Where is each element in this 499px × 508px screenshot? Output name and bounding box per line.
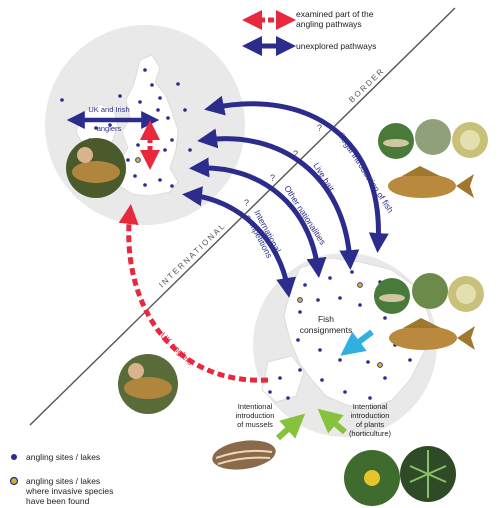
legend-site-dot <box>11 454 17 460</box>
angling-site-dot <box>136 143 140 147</box>
angling-site-dot <box>166 116 170 120</box>
angling-site-dot <box>278 376 282 380</box>
angling-site-dot <box>338 358 342 362</box>
invasive-site-dot <box>358 283 363 288</box>
angling-site-dot <box>150 83 154 87</box>
zebra-mussel-illustration <box>210 437 277 474</box>
invasive-fish-photos-top <box>378 119 488 159</box>
legend-invasive-dot <box>11 478 18 485</box>
angling-site-dot <box>138 100 142 104</box>
invasive-site-dot <box>136 158 141 163</box>
invasive-site-dot <box>298 298 303 303</box>
border-label-top: BORDER <box>347 66 387 105</box>
angling-site-dot <box>383 316 387 320</box>
svg-text:?: ? <box>244 198 249 208</box>
angling-site-dot <box>366 360 370 364</box>
svg-text:?: ? <box>293 149 298 159</box>
angling-site-dot <box>133 174 137 178</box>
invasive-fish-photos-bottom <box>374 273 484 314</box>
angling-site-dot <box>296 338 300 342</box>
angling-site-dot <box>408 358 412 362</box>
aquatic-plant-photos <box>344 446 456 506</box>
carp-photo-angler <box>118 354 178 414</box>
svg-text:?: ? <box>317 123 322 133</box>
angling-site-dot <box>156 108 160 112</box>
svg-text:?: ? <box>270 173 275 183</box>
angling-site-dot <box>158 96 162 100</box>
angling-site-dot <box>188 148 192 152</box>
mussels-arrow <box>278 420 298 438</box>
angling-site-dot <box>303 283 307 287</box>
angling-site-dot <box>320 378 324 382</box>
label-international-competitions: Internationalcompetitions <box>243 208 283 260</box>
label-other-nationalities: Other nationalities <box>282 184 328 247</box>
legend-sites-label: angling sites / lakes <box>26 452 100 462</box>
angling-site-dot <box>298 310 302 314</box>
angling-site-dot <box>143 68 147 72</box>
angling-site-dot <box>176 82 180 86</box>
angling-site-dot <box>316 298 320 302</box>
angling-site-dot <box>286 396 290 400</box>
angling-site-dot <box>343 390 347 394</box>
angling-site-dot <box>383 376 387 380</box>
angling-site-dot <box>183 108 187 112</box>
angling-site-dot <box>60 98 64 102</box>
angling-site-dot <box>268 390 272 394</box>
angling-site-dot <box>338 296 342 300</box>
angling-site-dot <box>358 303 362 307</box>
angling-site-dot <box>118 94 122 98</box>
legend-unexplored-label: unexplored pathways <box>296 41 376 51</box>
invasive-site-dot <box>378 363 383 368</box>
angling-site-dot <box>126 158 130 162</box>
angling-site-dot <box>158 178 162 182</box>
angling-site-dot <box>163 148 167 152</box>
border-label-bottom: INTERNATIONAL <box>157 221 228 290</box>
carp-photo-uk <box>66 138 126 198</box>
angling-site-dot <box>170 184 174 188</box>
angling-site-dot <box>328 276 332 280</box>
angling-site-dot <box>170 138 174 142</box>
angling-site-dot <box>318 348 322 352</box>
angling-site-dot <box>350 270 354 274</box>
carp-illustration-top <box>388 166 474 198</box>
angling-site-dot <box>298 368 302 372</box>
angling-site-dot <box>368 396 372 400</box>
angling-site-dot <box>143 183 147 187</box>
